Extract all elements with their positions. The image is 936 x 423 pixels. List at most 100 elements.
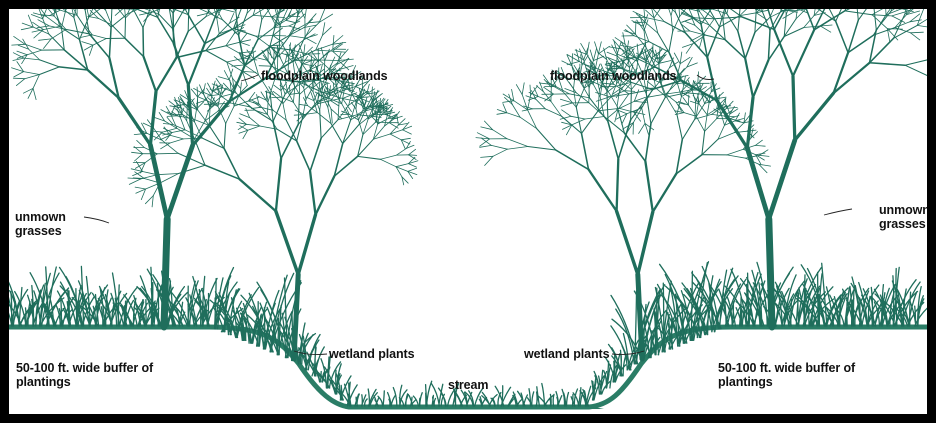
tree-branch (150, 145, 167, 219)
tree-branch (595, 42, 599, 54)
tree-branch (802, 9, 815, 30)
tree-branch (27, 50, 42, 55)
tree-branch (14, 72, 24, 77)
tree-branch (145, 196, 153, 204)
tree-branch (845, 11, 872, 15)
tree-branch (80, 40, 88, 70)
tree-branch (221, 9, 235, 12)
tree-branch (334, 156, 357, 176)
tree-branch (820, 26, 830, 32)
label-buffer-left-line1: 50-100 ft. wide buffer of (16, 361, 153, 375)
tree-branch (911, 32, 924, 33)
tree-branch (372, 87, 373, 97)
tree-branch (793, 76, 795, 140)
tree-branch (263, 55, 271, 66)
grass-tuft (909, 287, 927, 326)
tree-branch (485, 156, 493, 165)
grass-tuft (388, 393, 396, 406)
tree-branch (188, 9, 192, 15)
tree-branch (696, 116, 704, 131)
tree-branch (582, 111, 599, 134)
tree-branch (24, 58, 40, 60)
tree-branch (137, 140, 145, 147)
tree-branch (273, 91, 281, 97)
tree-branch (607, 91, 608, 122)
tree (476, 41, 771, 359)
tree-branch (742, 17, 774, 30)
tree-branch (681, 12, 694, 18)
tree-branch (33, 75, 39, 89)
tree-branch (667, 9, 671, 16)
tree-branch (12, 44, 25, 45)
tree-branch (911, 33, 920, 40)
tree-branch (289, 85, 290, 94)
tree-branch (135, 154, 143, 161)
tree-branch (21, 27, 33, 30)
leader-unmown-left (84, 217, 109, 223)
tree-branch (507, 139, 528, 147)
tree-branch (686, 93, 702, 94)
tree-branch (226, 46, 239, 53)
tree-branch (408, 164, 416, 168)
tree-branch (158, 9, 163, 17)
tree-branch (163, 124, 173, 125)
tree-branch (281, 9, 290, 10)
tree-branch (170, 139, 183, 143)
tree-branch (331, 124, 343, 144)
tree-branch (669, 31, 673, 52)
tree-branch (793, 30, 814, 76)
tree-branch (310, 171, 315, 214)
tree-branch (653, 174, 677, 212)
tree-branch (331, 101, 339, 106)
tree-branch (126, 9, 137, 18)
tree-branch (644, 9, 645, 22)
tree-branch (745, 32, 755, 58)
label-unmown-grasses-right: unmown grasses (879, 203, 927, 231)
grass-tuft (528, 389, 534, 406)
tree-branch (569, 94, 589, 98)
tree-branch (618, 94, 629, 109)
tree-branch (343, 120, 351, 144)
tree-branch (633, 42, 649, 48)
tree-branch (141, 175, 157, 179)
tree-branch (364, 97, 367, 107)
tree-branch (92, 35, 106, 39)
tree-branch (727, 14, 738, 32)
tree-branch (198, 9, 209, 13)
tree-branch (378, 118, 389, 124)
tree-branch (259, 66, 272, 67)
tree-branch (522, 95, 527, 110)
tree-branch (629, 89, 653, 94)
tree-branch (33, 22, 44, 29)
tree (12, 9, 358, 327)
tree-branch (651, 97, 665, 124)
grass-tuft (374, 396, 379, 406)
tree-branch (227, 62, 243, 71)
tree-branch (234, 29, 256, 37)
grass-tuft (413, 393, 422, 406)
tree-branch (512, 89, 514, 100)
tree-branch (240, 179, 276, 211)
tree-branch (604, 117, 624, 134)
tree-branch (561, 103, 573, 106)
label-buffer-left-line2: plantings (16, 375, 153, 389)
label-unmown-right-line2: grasses (879, 217, 927, 231)
tree-branch (160, 135, 170, 139)
tree-branch (723, 20, 725, 40)
tree-branch (156, 58, 177, 92)
tree-branch (480, 145, 492, 147)
tree-branch (160, 174, 179, 184)
tree-branch (358, 156, 381, 159)
tree-branch (493, 149, 507, 156)
tree-branch (753, 60, 768, 97)
tree-branch (279, 26, 280, 50)
grass-tuft (513, 392, 522, 406)
tree-branch (544, 87, 554, 94)
tree-branch (556, 150, 589, 169)
tree-branch (298, 215, 315, 275)
tree-branch (572, 54, 573, 66)
tree-branch (617, 159, 619, 211)
diagram-frame: floodplain woodlands floodplain woodland… (9, 9, 927, 414)
tree-branch (397, 116, 399, 126)
tree-branch (273, 121, 281, 158)
